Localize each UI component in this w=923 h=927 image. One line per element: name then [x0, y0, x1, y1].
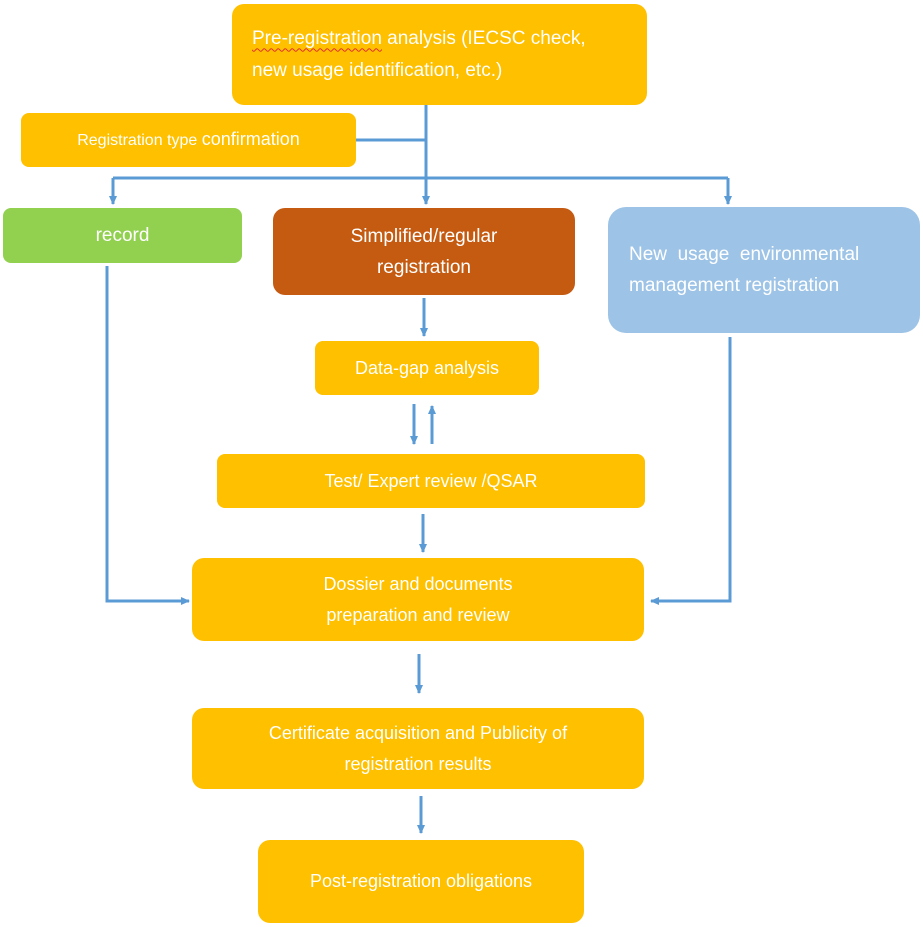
new-usage-to-dossier-connector — [650, 337, 732, 605]
post-registration-box: Post-registration obligations — [258, 840, 584, 923]
dossier-line2: preparation and review — [326, 604, 510, 625]
test-review-box: Test/ Expert review /QSAR — [217, 454, 645, 508]
type-confirmation-text: Registration type confirmation — [77, 124, 300, 156]
data-gap-box: Data-gap analysis — [315, 341, 539, 395]
simplified-registration-box: Simplified/regular registration — [273, 208, 575, 295]
dossier-box: Dossier and documents preparation and re… — [192, 558, 644, 641]
pre-registration-line1-rest: analysis (IECSC check, — [381, 27, 586, 49]
pre-registration-box: Pre-registration analysis (IECSC check, … — [232, 4, 647, 105]
data-gap-label: Data-gap analysis — [354, 357, 500, 378]
certificate-line2: registration results — [344, 753, 492, 774]
certificate-box: Certificate acquisition and Publicity of… — [192, 708, 644, 789]
pre-registration-text: Pre-registration analysis (IECSC check, … — [252, 23, 586, 87]
simplified-registration-text: Simplified/regular registration — [351, 221, 498, 283]
pre-registration-line2: new usage identification, etc.) — [252, 59, 503, 81]
type-confirmation-box: Registration type confirmation — [21, 113, 356, 167]
new-usage-registration-box: New usage environmental management regis… — [608, 207, 920, 333]
pre-registration-term: Pre-registration — [252, 27, 382, 49]
type-confirmation-part-b: confirmation — [201, 129, 300, 149]
certificate-text: Certificate acquisition and Publicity of… — [269, 718, 567, 780]
test-review-label: Test/ Expert review /QSAR — [324, 470, 538, 491]
certificate-line1: Certificate acquisition and Publicity of — [268, 722, 568, 743]
simplified-line1: Simplified/regular — [350, 225, 498, 247]
dossier-text: Dossier and documents preparation and re… — [323, 569, 512, 631]
dossier-line1: Dossier and documents — [323, 573, 513, 594]
simplified-line2: registration — [376, 256, 471, 278]
post-registration-label: Post-registration obligations — [309, 871, 533, 891]
record-to-dossier-connector — [105, 266, 190, 605]
record-label: record — [95, 225, 150, 246]
record-box: record — [3, 208, 242, 263]
new-usage-registration-text: New usage environmental management regis… — [629, 239, 859, 301]
type-confirmation-part-a: Registration type — [77, 132, 202, 149]
new-usage-line2: management registration — [629, 275, 840, 296]
new-usage-line1: New usage environmental — [629, 244, 860, 265]
